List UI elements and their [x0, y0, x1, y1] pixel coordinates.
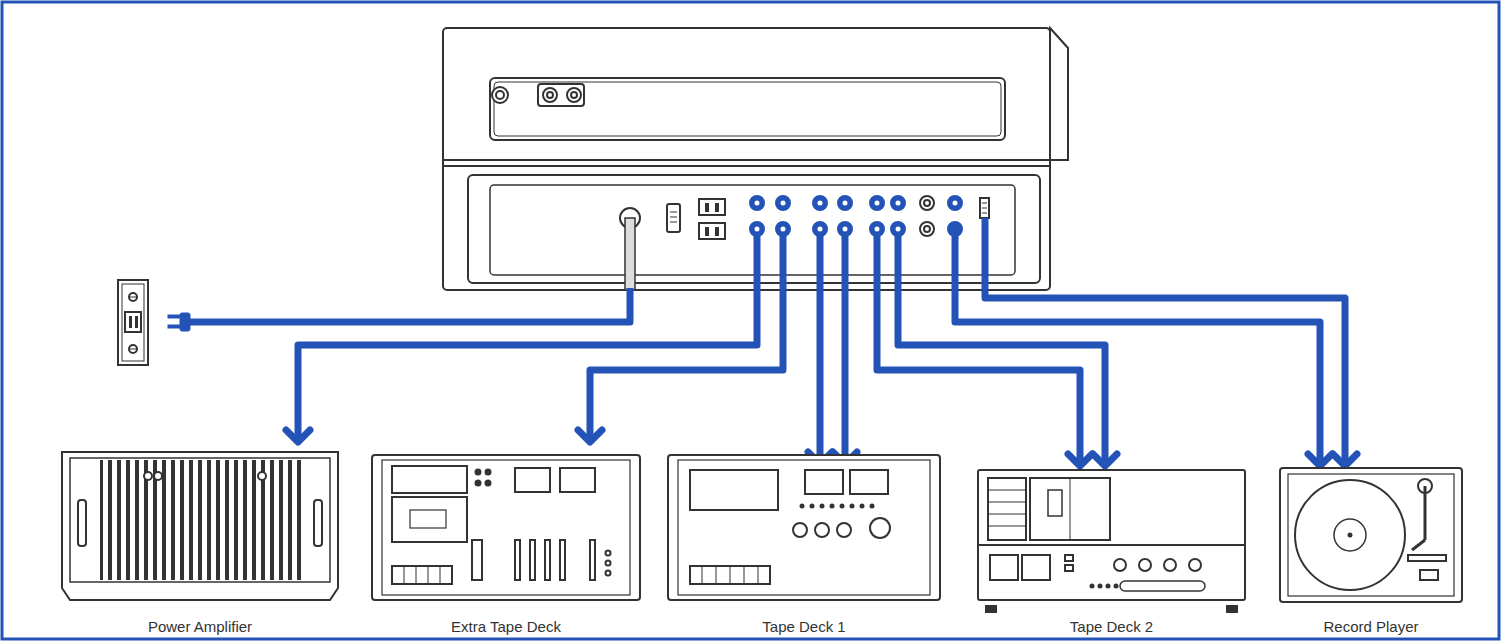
device-box: Record Player — [1280, 466, 1462, 635]
tape-deck-2-dots — [1090, 584, 1119, 589]
device-label: Record Player — [1319, 618, 1422, 635]
device-label: Extra Tape Deck — [447, 618, 565, 635]
tape-deck-2-drawing — [978, 470, 1245, 612]
tape-deck-1-buttons — [800, 504, 875, 509]
record-player-drawing — [1280, 468, 1462, 602]
power-amplifier-drawing — [62, 452, 338, 600]
device-label: Power Amplifier — [144, 618, 256, 635]
tape-deck-1-drawing — [668, 455, 940, 600]
device-label: Tape Deck 1 — [758, 618, 849, 635]
power-plug — [168, 313, 190, 331]
device-label: Tape Deck 2 — [1066, 618, 1157, 635]
jack-centers — [755, 201, 958, 232]
device-box: Power Amplifier — [62, 450, 338, 635]
device-box: Tape Deck 2 — [978, 468, 1245, 635]
extra-tape-deck-drawing — [372, 455, 640, 600]
jacks — [750, 196, 962, 236]
device-box: Tape Deck 1 — [668, 453, 940, 635]
wall-outlet — [118, 280, 148, 365]
device-box: Extra Tape Deck — [372, 453, 640, 635]
cables — [188, 218, 1345, 462]
